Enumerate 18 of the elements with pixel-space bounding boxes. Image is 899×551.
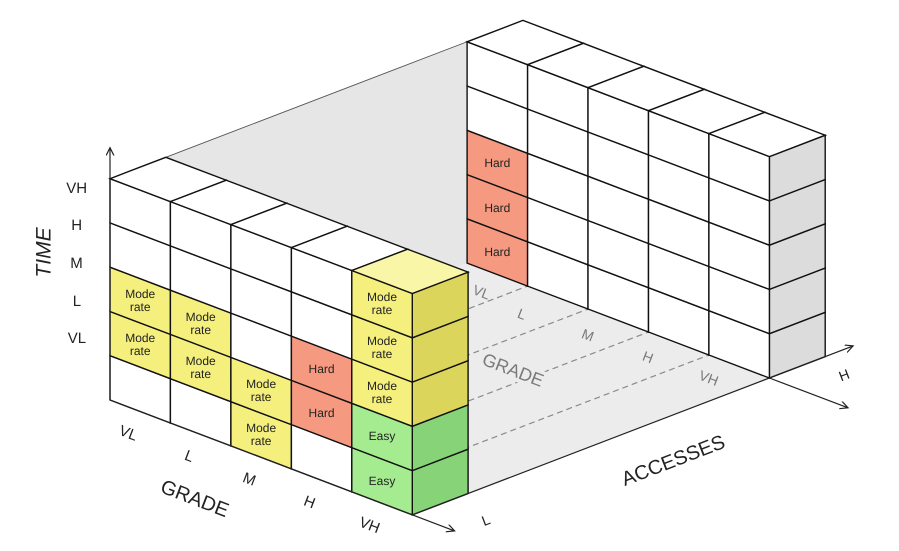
axis-tick-label: VH [357,514,382,536]
axis-tick-label: L [516,306,528,322]
axis-tick-label: M [580,326,596,344]
axis-tick-label: VH [697,368,720,388]
axis-tick-label: M [70,256,83,271]
axis-tick-label: VL [68,331,86,346]
axis-tick-label: L [480,512,492,528]
axis-tick-label: L [72,294,82,309]
axis-tick-label: VH [66,180,88,196]
axis-tick-label: H [71,218,82,234]
axis-tick-label: M [240,470,258,489]
axis-tick-label: H [641,349,656,366]
axis-title: TIME [33,228,54,278]
axis-tick-label: VL [471,282,492,302]
axis-tick-label: H [302,493,318,512]
axis-tick-label: L [182,448,196,465]
axis-tick-label: H [837,366,852,383]
axis-tick-label: VL [117,423,140,444]
